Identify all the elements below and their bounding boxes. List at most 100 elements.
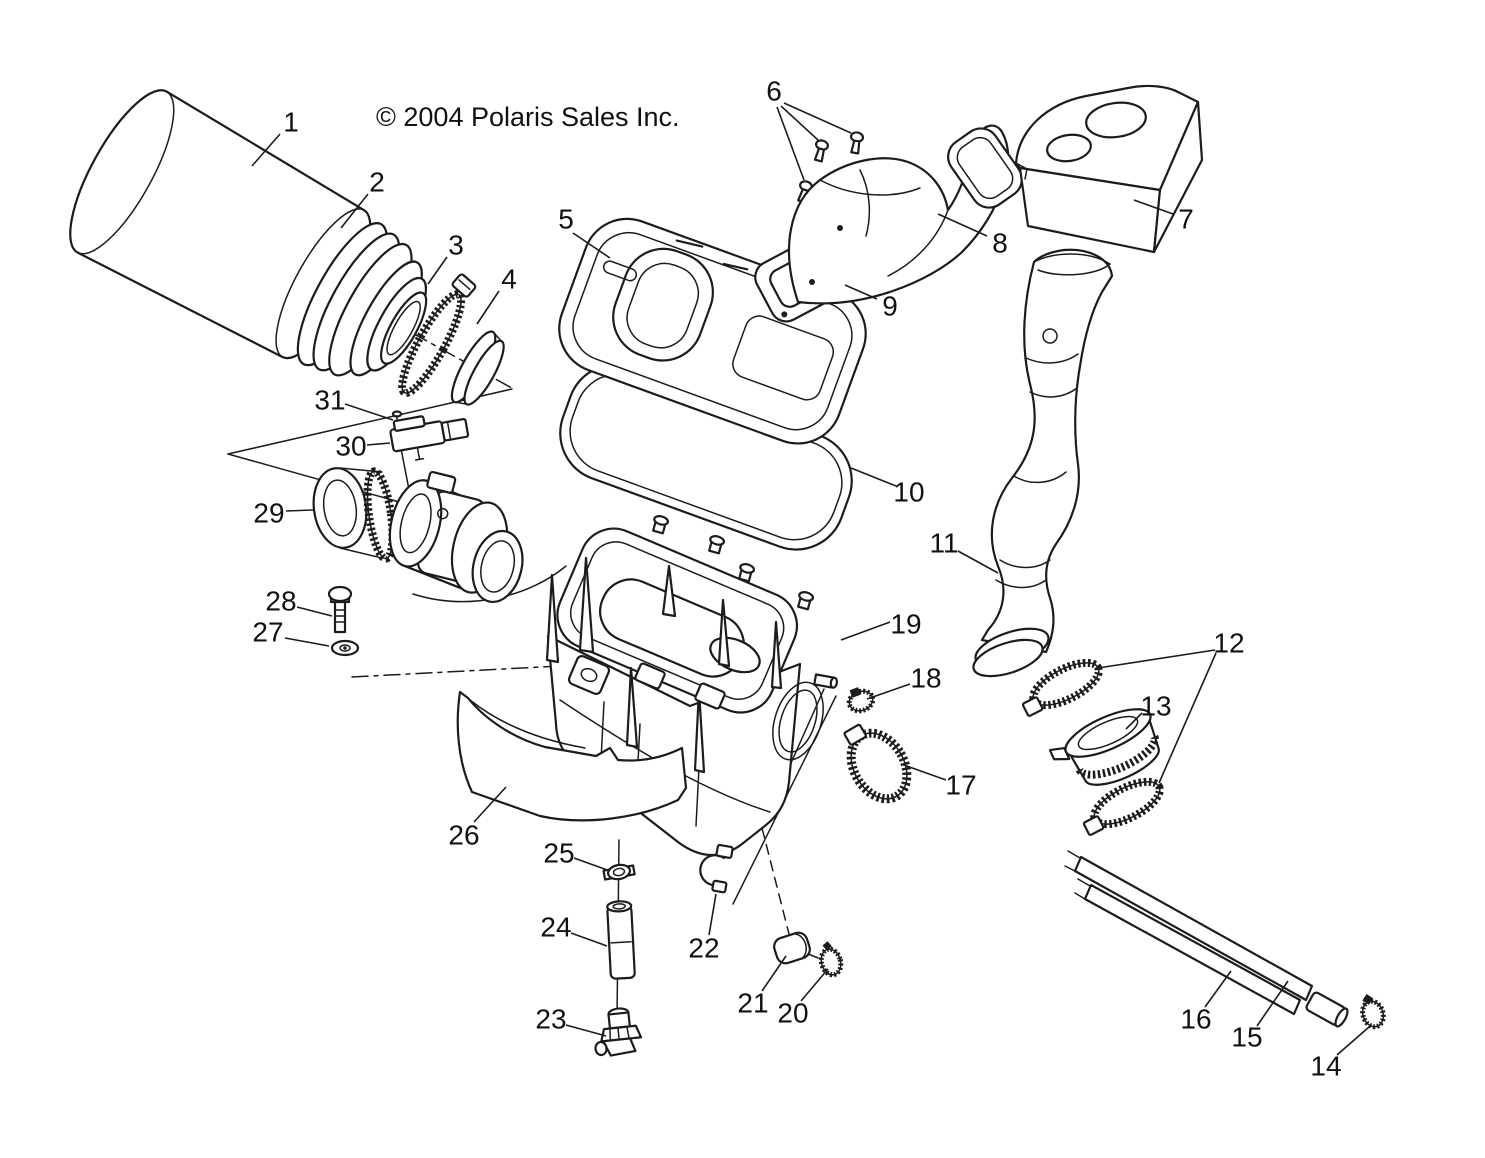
leader-line-21 bbox=[761, 955, 787, 992]
leader-line-1 bbox=[251, 133, 281, 167]
callout-label-26: 26 bbox=[448, 820, 479, 851]
part-17-clamp bbox=[843, 723, 912, 804]
screw-icon bbox=[813, 139, 830, 163]
leader-line-19 bbox=[840, 621, 891, 641]
leader-line-2 bbox=[340, 193, 369, 229]
leader-line-5 bbox=[572, 232, 611, 259]
part-24-drain-tube bbox=[606, 900, 636, 980]
callout-label-11: 11 bbox=[929, 528, 958, 559]
leader-line-31 bbox=[344, 403, 394, 421]
part-16-rod bbox=[1064, 850, 1314, 1002]
leader-line-29 bbox=[285, 509, 314, 512]
callout-label-27: 27 bbox=[252, 617, 283, 648]
leader-line-9 bbox=[844, 284, 878, 300]
leader-line-13 bbox=[1125, 712, 1143, 730]
leader-line-17 bbox=[900, 763, 947, 781]
part-4-adapter-ring bbox=[450, 330, 505, 406]
leader-line-27 bbox=[284, 637, 330, 647]
leader-line-26 bbox=[473, 786, 507, 823]
leader-line-18 bbox=[866, 683, 911, 700]
leader-line-15 bbox=[1256, 980, 1289, 1027]
callout-label-4: 4 bbox=[501, 264, 517, 295]
part-19-airbox-base bbox=[545, 515, 839, 857]
part-2-filter-element bbox=[296, 222, 428, 377]
part-23-drain-fitting bbox=[594, 1007, 643, 1057]
callout-label-7: 7 bbox=[1178, 204, 1194, 235]
callout-label-21: 21 bbox=[737, 988, 768, 1019]
part-8-intake-duct bbox=[787, 124, 1023, 305]
callout-label-30: 30 bbox=[335, 431, 366, 462]
part-12-clamp-lower bbox=[1082, 777, 1164, 836]
callout-label-25: 25 bbox=[543, 838, 574, 869]
leader-line-14 bbox=[1336, 1026, 1370, 1056]
callout-label-5: 5 bbox=[558, 204, 574, 235]
leader-line-24 bbox=[570, 932, 608, 947]
throttle-body bbox=[388, 470, 524, 603]
callout-label-22: 22 bbox=[688, 933, 719, 964]
alignment-line-dashed bbox=[761, 827, 790, 935]
callout-label-8: 8 bbox=[992, 228, 1008, 259]
leader-line-4 bbox=[476, 290, 500, 325]
part-7-foam-cover bbox=[1014, 84, 1204, 254]
screw-icon bbox=[849, 131, 865, 155]
callout-label-15: 15 bbox=[1231, 1022, 1262, 1053]
airbox-bracket bbox=[567, 655, 611, 695]
callout-label-1: 1 bbox=[283, 107, 299, 138]
callout-label-9: 9 bbox=[882, 291, 898, 322]
callout-label-28: 28 bbox=[265, 586, 296, 617]
leader-line-3 bbox=[427, 256, 448, 285]
copyright-text: © 2004 Polaris Sales Inc. bbox=[376, 102, 680, 132]
part-14-clamp bbox=[1360, 994, 1386, 1030]
airbox-nipple bbox=[813, 673, 839, 689]
callout-label-3: 3 bbox=[448, 230, 464, 261]
leader-line-6 bbox=[780, 105, 819, 141]
leader-line-12 bbox=[1097, 649, 1216, 669]
callout-label-17: 17 bbox=[945, 770, 976, 801]
leader-line-6 bbox=[783, 102, 852, 134]
leader-line-12 bbox=[1158, 652, 1217, 784]
callout-label-29: 29 bbox=[253, 498, 284, 529]
part-18-small-clamp bbox=[846, 687, 876, 714]
leader-line-16 bbox=[1204, 970, 1232, 1008]
callout-label-19: 19 bbox=[890, 609, 921, 640]
part-11-snorkel-tube bbox=[972, 248, 1114, 678]
callout-label-16: 16 bbox=[1180, 1004, 1211, 1035]
leader-line-11 bbox=[957, 550, 999, 574]
leader-line-6 bbox=[776, 106, 805, 181]
callout-label-24: 24 bbox=[540, 912, 571, 943]
callout-label-18: 18 bbox=[910, 663, 941, 694]
alignment-line bbox=[227, 453, 404, 504]
callout-label-12: 12 bbox=[1213, 628, 1244, 659]
callout-label-10: 10 bbox=[893, 477, 924, 508]
callout-label-14: 14 bbox=[1310, 1051, 1341, 1082]
leader-line-7 bbox=[1133, 199, 1174, 215]
part-29-intake-boot bbox=[312, 467, 397, 563]
leader-line-28 bbox=[296, 606, 333, 617]
part-27-washer bbox=[330, 639, 360, 657]
air-filter-assembly bbox=[69, 89, 515, 406]
callout-label-23: 23 bbox=[535, 1004, 566, 1035]
leader-line-23 bbox=[565, 1024, 607, 1037]
part-30-sensor bbox=[389, 415, 470, 461]
callout-label-2: 2 bbox=[369, 167, 385, 198]
leader-line-22 bbox=[708, 893, 717, 936]
part-13-boot-adapter bbox=[1048, 708, 1160, 786]
centerline-dashdot bbox=[351, 665, 561, 678]
leader-line-20 bbox=[800, 968, 829, 1002]
part-15-rod bbox=[1074, 878, 1349, 1028]
part-22-clip bbox=[699, 843, 734, 894]
part-25-nut bbox=[602, 863, 636, 881]
part-26-foam-pad bbox=[456, 690, 688, 822]
part-3-hose-clamp bbox=[398, 273, 477, 398]
airbox-studs bbox=[652, 515, 815, 611]
leader-line-10 bbox=[850, 467, 897, 487]
airbox-port bbox=[778, 689, 818, 753]
leader-line-30 bbox=[366, 442, 391, 446]
part-20-small-clamp bbox=[818, 941, 844, 978]
part-28-bolt bbox=[327, 585, 353, 634]
callout-label-31: 31 bbox=[314, 385, 345, 416]
callout-label-20: 20 bbox=[777, 998, 808, 1029]
callout-label-13: 13 bbox=[1140, 691, 1171, 722]
